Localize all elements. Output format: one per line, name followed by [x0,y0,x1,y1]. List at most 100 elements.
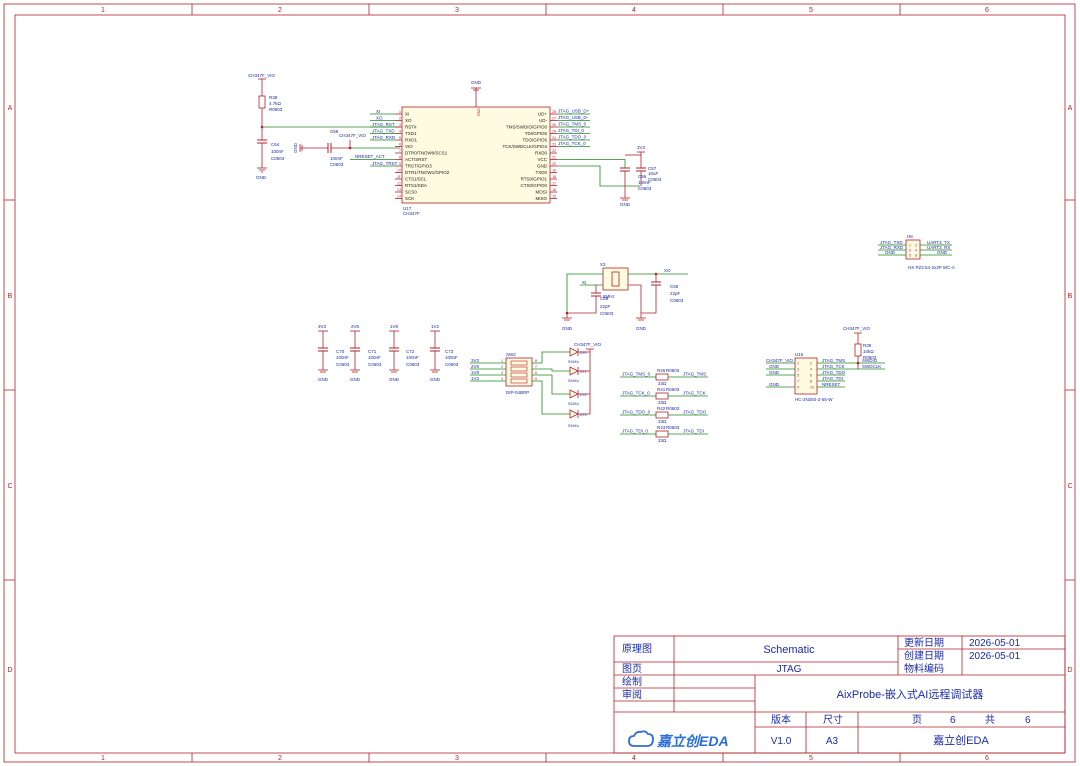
ref-label: D71 [580,370,586,374]
value-label: 10uF [648,171,659,176]
schematic-title: Schematic [763,644,815,656]
value-label: HX PZ2.54-2x3P WC-A [908,265,955,270]
diode-d72[interactable]: D72 SS4Ks [568,389,590,406]
gnd-label: GND [256,175,267,180]
col-label: 6 [985,7,989,14]
diode-d70[interactable]: D70 SS4Ks [568,347,590,364]
net-label: CH347F_VIO [574,342,602,347]
ref-label: SW2 [506,352,516,357]
diode-d73[interactable]: D73 SS4Ks [568,409,590,428]
jlc-eda-logo: 嘉立创EDA [628,730,729,749]
voltage-select-section: SW2 DIP-04BRP 3V3 2V5 1V8 1V2 1 2 3 4 8 … [470,342,602,428]
pin-name: ACT/SRST [405,157,428,162]
pin-number: 10 [397,169,401,173]
pin-number: 5 [909,254,911,258]
value-label: SS4Ks [568,360,579,364]
resistor-r42[interactable]: JTAG_TDO_0 JTAG_TDO R42 R0603 33Ω [620,406,708,424]
title-label: 创建日期 [904,649,944,662]
pkg-label: R0603 [666,425,680,430]
pin-name: CTS0/GPIO0 [520,183,547,188]
u15-jtag-header[interactable] [794,357,818,395]
pin-number: 24 [552,136,556,140]
r39-resistor[interactable] [854,343,862,357]
ref-label: C65 [330,129,339,134]
pin-number: 3 [501,371,503,375]
value-label: HC-2N284-2-55-W [795,397,833,402]
diode-d71[interactable]: D71 SS4Ks [568,366,590,383]
cap-c72[interactable]: 1V8 GND C72 100nF C0603 [389,324,420,382]
value-label: CH347F [403,211,420,216]
pkg-label: C0603 [330,162,344,167]
pin-number: 1 [909,244,911,248]
pin-number: 4 [810,368,812,372]
col-label: 2 [278,755,282,762]
net-label: JTAG_USB_D+ [558,109,590,114]
pin-name: TXD1 [405,131,417,136]
pin-name: MOSI [535,190,547,195]
net-label: JTAG_TMS_0 [622,372,651,377]
net-label: UART3_RX [927,245,950,250]
net-label: JTAG_RXD [880,245,904,250]
ref-label: C70 [336,349,345,354]
r38-resistor[interactable] [258,95,266,109]
value-label: 33Ω [658,400,667,405]
pin-name: DTR0/TNOW0/SCS1 [405,151,448,156]
x3-crystal[interactable] [602,267,629,291]
cap-c70[interactable]: 3V3 GND C70 100nF C0603 [318,324,350,382]
h8-connector-body[interactable] [905,239,921,260]
row-label: D [7,667,12,674]
sw2-dip-switch[interactable] [505,357,533,387]
resistor-r43[interactable]: JTAG_TDI_0 JTAG_TDI R43 R0603 33Ω [620,425,708,443]
pin-name: GND [537,164,548,169]
cap-c71[interactable]: 2V5 GND C71 100nF C0603 [350,324,382,382]
cap-c73[interactable]: 1V2 GND C73 100nF C0603 [430,324,459,382]
resistor-r41[interactable]: JTAG_TCK_0 JTAG_TCK R41 R0603 33Ω [620,387,708,405]
pin-number: 15 [552,195,556,199]
create-date: 2026-05-01 [969,651,1021,662]
pin-name: TCK/SWDCLK/GPIO4 [502,144,547,149]
u17-ch347f-chip[interactable] [401,106,551,204]
pkg-label: C0603 [336,362,350,367]
resistor-r46[interactable]: JTAG_TMS_0 JTAG_TMS R46 R0603 33Ω [620,368,708,386]
pin-number: 12 [397,182,401,186]
value-label: 100nF [271,149,284,154]
pin-name: CTS1/SCL [405,177,427,182]
value-label: DIP-04BRP [506,390,529,395]
pin-number: 27 [552,117,556,121]
crystal-section: X3 8MHz XO XI C59 22pF C0603 C58 22pF C0… [562,262,688,331]
ref-label: U17 [403,206,412,211]
pin-number: 28 [552,110,556,114]
page-name: JTAG [777,664,802,675]
net-label: GND [769,382,780,387]
